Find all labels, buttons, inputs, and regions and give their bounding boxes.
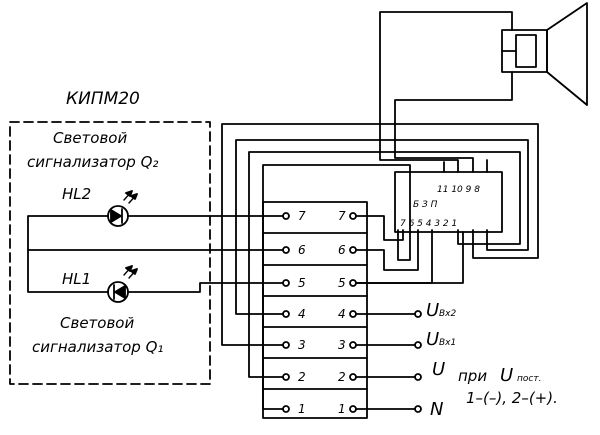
bzp-bottom-pins: 7 6 5 4 3 2 1 [400, 219, 457, 229]
hl2-label: HL2 [62, 185, 91, 203]
hl2-wire-left [27, 215, 109, 251]
hl1-wire-left [27, 249, 109, 293]
bzp-name: Б З П [413, 200, 438, 210]
terminal-left-2: 2 [298, 370, 306, 384]
hl1-led-icon [107, 265, 138, 303]
terminal-right-6: 6 [338, 243, 346, 257]
terminal-left-5: 5 [298, 276, 306, 290]
note-line1-sub: пост. [517, 374, 541, 384]
terminal-left-4: 4 [298, 307, 306, 321]
bzp-top-pins: 11 10 9 8 [437, 185, 480, 195]
terminal-left-3: 3 [298, 338, 306, 352]
note-line1-b: U [500, 365, 513, 386]
signaler-q1-line2: сигнализатор Q₁ [32, 338, 163, 356]
terminal-right-7: 7 [338, 209, 346, 223]
terminal-right-1: 1 [338, 402, 346, 416]
terminal-right-5: 5 [338, 276, 346, 290]
terminal-left-contacts [282, 212, 290, 413]
hl1-label: HL1 [62, 270, 91, 288]
n-main: N [430, 399, 443, 420]
bzp-module [394, 171, 503, 233]
kipm20-enclosure [9, 121, 211, 385]
terminal-left-6: 6 [298, 243, 306, 257]
u-main: U [432, 359, 445, 380]
bzp-to-terminals [355, 215, 464, 284]
terminal-left-7: 7 [298, 209, 306, 223]
feeder-wires [221, 123, 539, 410]
note-line2: 1–(–), 2–(+). [466, 389, 558, 407]
hl1-wire-right [127, 282, 284, 293]
terminal-right-4: 4 [338, 307, 346, 321]
signaler-q2-line1: Световой [53, 129, 127, 147]
u-in1-sub: Вх1 [439, 338, 456, 348]
signaler-q1-line1: Световой [60, 314, 134, 332]
u-in2-main: U [426, 300, 439, 321]
hl2-led-icon [107, 190, 138, 227]
output-wires [355, 310, 422, 413]
terminal-right-contacts [349, 212, 357, 413]
note-line1-a: при [458, 367, 487, 385]
signaler-q2-line2: сигнализатор Q₂ [27, 153, 158, 171]
terminal-block [262, 201, 368, 419]
terminal-left-1: 1 [298, 402, 306, 416]
u-in2-sub: Вх2 [439, 309, 457, 319]
speaker-wires [379, 11, 513, 173]
device-title: КИПМ20 [66, 89, 140, 109]
u-in1-main: U [426, 329, 439, 350]
terminal-right-2: 2 [338, 370, 346, 384]
speaker-icon [501, 2, 588, 106]
terminal-right-3: 3 [338, 338, 346, 352]
